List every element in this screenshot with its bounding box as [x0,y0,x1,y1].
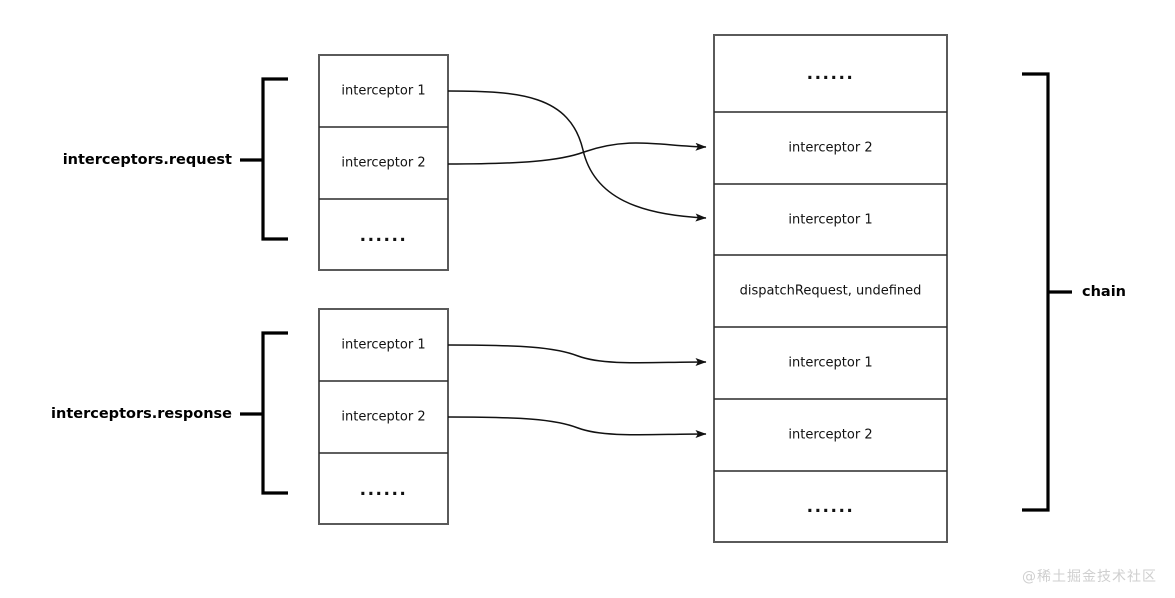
watermark: @稀土掘金技术社区 [1022,569,1157,585]
connector-request-1-to-chain [447,90,707,222]
response-cell-label-2: ...... [360,480,408,500]
request-table: interceptor 1 interceptor 2 ...... [318,54,449,271]
request-bracket [240,77,288,241]
chain-row-3: dispatchRequest, undefined [740,284,922,299]
chain-cell-label-4: interceptor 1 [788,356,872,371]
response-cell-label-0: interceptor 1 [341,338,425,353]
chain-group-label: chain [1082,284,1126,300]
chain-row-0: ...... [807,64,855,84]
chain-bracket [1022,72,1072,512]
chain-cell-label-1: interceptor 2 [788,141,872,156]
chain-table: ...... interceptor 2 interceptor 1 dispa… [713,34,948,543]
chain-row-1: interceptor 2 [788,141,872,156]
chain-row-6: ...... [807,497,855,517]
request-group-label: interceptors.request [63,152,232,168]
connector-response-2-to-chain [447,416,707,439]
response-row-2: ...... [360,480,408,500]
response-row-0: interceptor 1 [341,338,425,353]
request-cell-label-0: interceptor 1 [341,84,425,99]
response-cell-label-1: interceptor 2 [341,410,425,425]
chain-row-2: interceptor 1 [788,213,872,228]
response-table: interceptor 1 interceptor 2 ...... [318,308,449,525]
connector-request-2-to-chain [447,142,707,165]
response-group-label: interceptors.response [51,406,232,422]
response-bracket [240,331,288,495]
request-row-2: ...... [360,226,408,246]
request-row-1: interceptor 2 [341,156,425,171]
chain-cell-label-3: dispatchRequest, undefined [740,284,922,299]
connector-response-1-to-chain [447,344,707,367]
request-cell-label-2: ...... [360,226,408,246]
chain-cell-label-5: interceptor 2 [788,428,872,443]
request-cell-label-1: interceptor 2 [341,156,425,171]
chain-cell-label-6: ...... [807,497,855,517]
response-row-1: interceptor 2 [341,410,425,425]
chain-cell-label-2: interceptor 1 [788,213,872,228]
chain-row-4: interceptor 1 [788,356,872,371]
chain-row-5: interceptor 2 [788,428,872,443]
chain-cell-label-0: ...... [807,64,855,84]
request-row-0: interceptor 1 [341,84,425,99]
